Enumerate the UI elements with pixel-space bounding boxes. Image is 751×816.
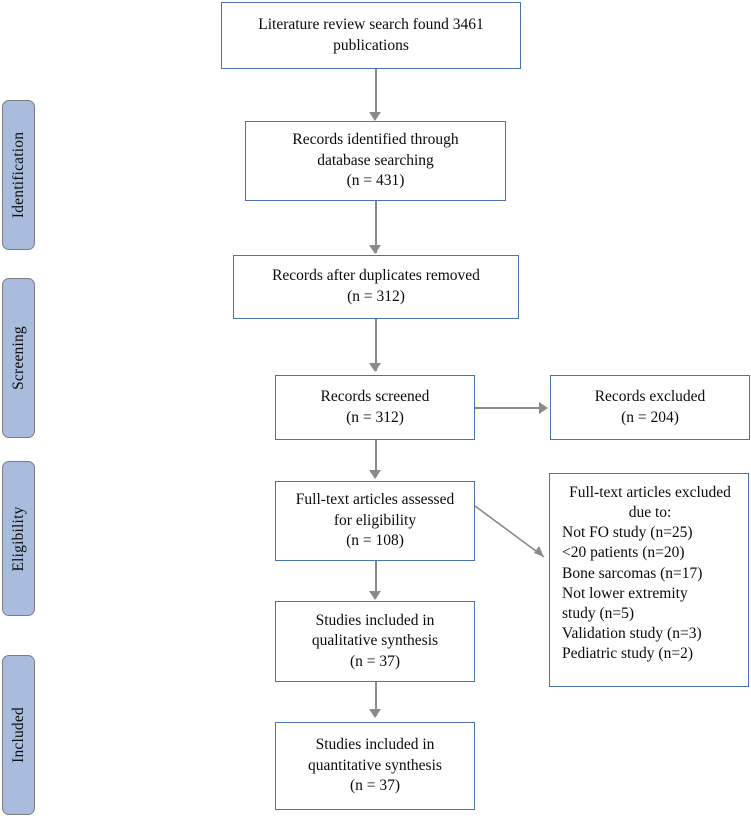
- records-excluded-line-1: Records excluded: [594, 387, 706, 405]
- box-qualitative-synthesis: Studies included in qualitative synthesi…: [275, 601, 475, 682]
- box-records-after-duplicates: Records after duplicates removed (n = 31…: [233, 255, 519, 319]
- connector-qualitative-to-quantitative: [375, 682, 377, 716]
- records-screened-count: (n = 312): [346, 408, 404, 426]
- records-screened-line-1: Records screened: [320, 387, 430, 405]
- fulltext-excluded-reason-2: <20 patients (n=20): [562, 544, 685, 562]
- box-fulltext-excluded: Full-text articles excluded due to: Not …: [549, 473, 749, 687]
- qualitative-synthesis-line-2: qualitative synthesis: [311, 632, 439, 650]
- arrowhead-screened-to-excluded: [539, 402, 548, 414]
- stage-label-eligibility-text: Eligibility: [9, 505, 27, 572]
- records-identified-line-2: database searching: [317, 151, 434, 169]
- fulltext-assessed-line-1: Full-text articles assessed: [295, 491, 455, 509]
- stage-label-identification-text: Identification: [9, 131, 27, 219]
- box-records-identified: Records identified through database sear…: [245, 121, 506, 201]
- literature-search-line-1: Literature review search found 3461: [258, 15, 484, 33]
- stage-label-identification: Identification: [2, 100, 35, 250]
- box-quantitative-synthesis: Studies included in quantitative synthes…: [275, 722, 475, 810]
- fulltext-excluded-reason-3: Bone sarcomas (n=17): [562, 564, 703, 582]
- arrowhead-literature-to-identified: [369, 112, 381, 121]
- records-after-duplicates-count: (n = 312): [347, 288, 405, 305]
- records-excluded-count: (n = 204): [621, 408, 679, 426]
- fulltext-excluded-reason-4: Not lower extremity: [562, 584, 688, 602]
- fulltext-excluded-reason-4-cont: study (n=5): [562, 604, 635, 622]
- box-records-excluded: Records excluded (n = 204): [550, 375, 750, 440]
- records-identified-line-1: Records identified through: [292, 131, 459, 149]
- stage-label-included: Included: [2, 655, 35, 815]
- stage-label-screening-text: Screening: [9, 326, 27, 390]
- stage-label-screening: Screening: [2, 278, 35, 438]
- fulltext-assessed-count: (n = 108): [346, 532, 404, 550]
- arrowhead-identified-to-after-duplicates: [369, 245, 381, 254]
- records-identified-count: (n = 431): [346, 172, 405, 190]
- connector-identified-to-after-duplicates: [375, 201, 377, 253]
- arrowhead-screened-to-fulltext: [369, 470, 381, 479]
- fulltext-excluded-reason-6: Pediatric study (n=2): [562, 645, 693, 663]
- qualitative-synthesis-line-1: Studies included in: [315, 611, 435, 629]
- arrowhead-fulltext-to-qualitative: [369, 591, 381, 600]
- arrowhead-after-duplicates-to-screened: [369, 363, 381, 372]
- fulltext-excluded-heading-1: Full-text articles excluded: [569, 484, 731, 501]
- quantitative-synthesis-line-1: Studies included in: [315, 736, 435, 754]
- connector-fulltext-to-excluded: [474, 505, 554, 567]
- connector-screened-to-fulltext: [375, 440, 377, 477]
- qualitative-synthesis-count: (n = 37): [349, 652, 401, 670]
- arrowhead-qualitative-to-quantitative: [369, 709, 381, 718]
- fulltext-assessed-line-2: for eligibility: [333, 511, 417, 529]
- stage-label-eligibility: Eligibility: [2, 461, 35, 616]
- connector-screened-to-excluded: [475, 407, 541, 409]
- box-literature-search: Literature review search found 3461 publ…: [221, 2, 521, 69]
- connector-after-duplicates-to-screened: [375, 319, 377, 371]
- records-after-duplicates-line-1: Records after duplicates removed: [272, 267, 480, 285]
- stage-label-included-text: Included: [9, 707, 27, 763]
- connector-literature-to-identified: [375, 69, 377, 115]
- literature-search-line-2: publications: [333, 36, 409, 54]
- connector-fulltext-to-qualitative: [375, 561, 377, 598]
- fulltext-excluded-reason-1: Not FO study (n=25): [562, 524, 693, 542]
- quantitative-synthesis-line-2: quantitative synthesis: [308, 756, 442, 774]
- box-fulltext-assessed: Full-text articles assessed for eligibil…: [275, 481, 475, 561]
- quantitative-synthesis-count: (n = 37): [349, 777, 401, 795]
- box-records-screened: Records screened (n = 312): [275, 375, 475, 440]
- fulltext-excluded-heading-2: due to:: [628, 504, 672, 522]
- fulltext-excluded-reason-5: Validation study (n=3): [562, 624, 702, 642]
